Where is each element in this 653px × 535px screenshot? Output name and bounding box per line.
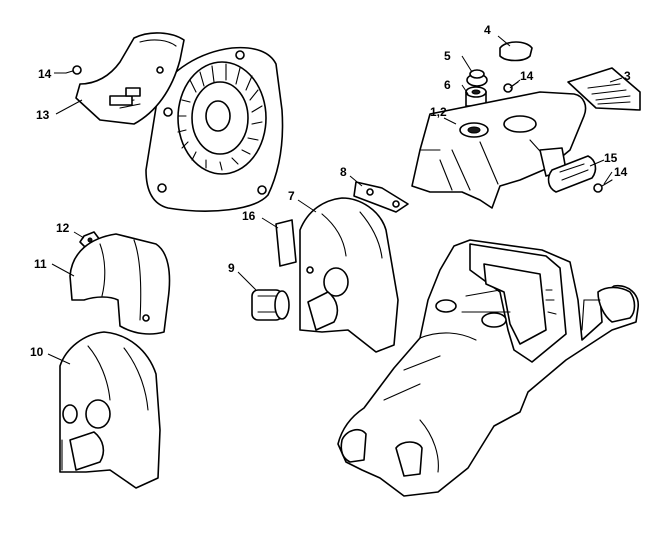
callout-7: 7 [288, 189, 295, 203]
part-9-knob [251, 289, 290, 321]
part-16-gasket [275, 219, 297, 267]
part-14-screw-left [65, 65, 82, 75]
callout-16: 16 [242, 209, 256, 223]
part-4-cap [499, 41, 533, 62]
part-7-cover [299, 197, 399, 353]
callouts: 14 13 4 5 6 14 3 1,2 15 14 8 7 16 9 12 1… [30, 23, 631, 359]
fan-housing [145, 46, 284, 212]
part-1-2-top-cover [411, 91, 587, 209]
callout-14-top: 14 [520, 69, 534, 83]
callout-3: 3 [624, 69, 631, 83]
crankcase-housing [337, 239, 639, 497]
callout-8: 8 [340, 165, 347, 179]
callout-9: 9 [228, 261, 235, 275]
part-13-shroud [75, 32, 185, 125]
callout-14-right: 14 [614, 165, 628, 179]
callout-10: 10 [30, 345, 44, 359]
leader-lines [47, 35, 623, 365]
callout-13: 13 [36, 108, 50, 122]
callout-1-2: 1,2 [430, 105, 447, 119]
part-14-screw-right [593, 179, 613, 193]
part-5-grommet [466, 69, 488, 87]
callout-15: 15 [604, 151, 618, 165]
part-15-knob [547, 155, 597, 193]
callout-12: 12 [56, 221, 70, 235]
callout-5: 5 [444, 49, 451, 63]
callout-6: 6 [444, 78, 451, 92]
part-6-bushing [465, 86, 487, 107]
callout-14-left: 14 [38, 67, 52, 81]
callout-4: 4 [484, 23, 491, 37]
callout-11: 11 [34, 257, 47, 271]
part-8-plate [353, 181, 409, 213]
part-11-filter-cover [69, 233, 171, 335]
part-10-housing-cover [59, 331, 161, 489]
